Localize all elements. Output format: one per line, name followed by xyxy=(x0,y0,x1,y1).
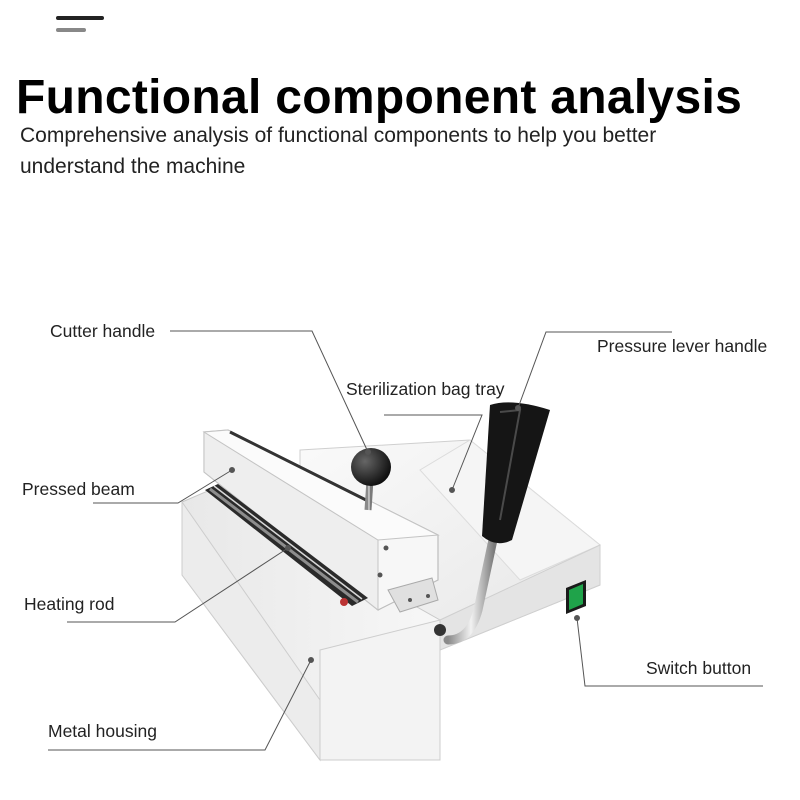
pressed-beam xyxy=(202,429,440,613)
cutter-handle xyxy=(351,448,391,511)
label-cutter-handle: Cutter handle xyxy=(50,321,156,341)
leader-pressed-beam xyxy=(93,469,233,504)
leader-lines xyxy=(48,330,763,751)
leader-metal-housing xyxy=(48,659,312,751)
page-subtitle: Comprehensive analysis of functional com… xyxy=(20,124,657,178)
leader-pressure-lever xyxy=(517,331,672,409)
leader-sterilization-tray xyxy=(384,414,483,491)
label-metal-housing: Metal housing xyxy=(48,721,157,741)
leader-cutter-handle xyxy=(170,330,369,453)
label-switch-button: Switch button xyxy=(646,658,752,678)
leader-switch-button xyxy=(576,617,763,687)
leader-heating-rod xyxy=(67,547,289,623)
metal-housing xyxy=(181,489,441,762)
label-pressure-lever-handle: Pressure lever handle xyxy=(597,336,768,356)
label-heating-rod: Heating rod xyxy=(24,594,115,614)
label-pressed-beam: Pressed beam xyxy=(22,479,135,499)
heating-rod xyxy=(205,484,368,606)
switch-button[interactable] xyxy=(566,580,586,614)
menu-icon[interactable] xyxy=(56,14,106,38)
page-title: Functional component analysis xyxy=(16,71,743,124)
label-sterilization-bag-tray: Sterilization bag tray xyxy=(346,379,505,399)
